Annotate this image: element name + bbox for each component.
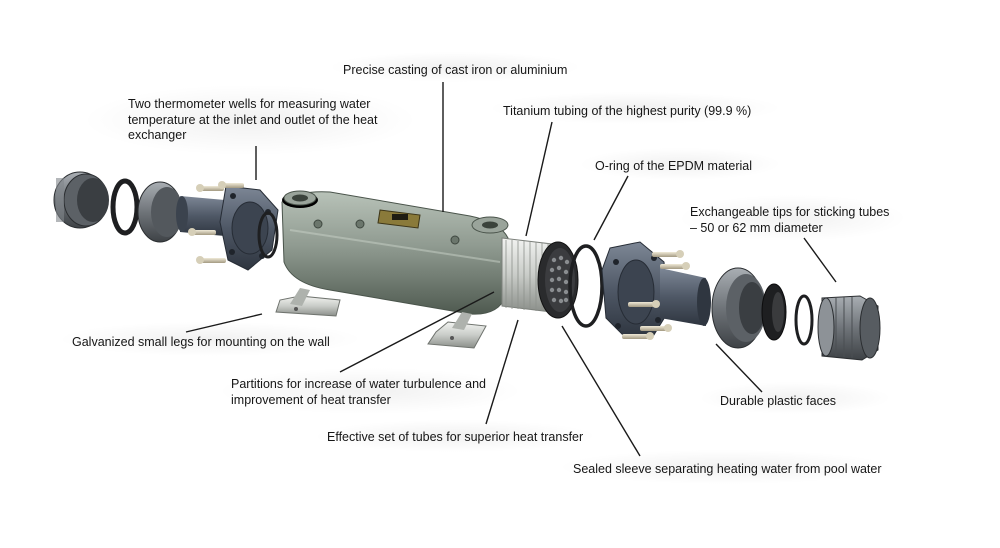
leader-partitions: [339, 291, 495, 373]
right-seal: [761, 283, 787, 341]
label-legs: Galvanized small legs for mounting on th…: [72, 335, 330, 349]
exchangeable-tip: [817, 295, 881, 361]
right-flange: [601, 241, 669, 339]
mounting-legs: [275, 288, 487, 349]
label-oring: O-ring of the EPDM material: [595, 159, 752, 173]
right-union-nut: [711, 267, 766, 349]
leader-legs: [185, 313, 263, 333]
label-thermometer: Two thermometer wells for measuring wate…: [128, 97, 378, 142]
label-titanium: Titanium tubing of the highest purity (9…: [503, 104, 752, 118]
label-tips: Exchangeable tips for sticking tubes – 5…: [690, 205, 890, 235]
epdm-oring: [568, 244, 604, 328]
right-oring: [794, 294, 814, 346]
leader-sleeve: [561, 325, 641, 457]
right-flange-bolts: [622, 250, 690, 340]
nameplate: [377, 209, 421, 229]
label-tubes: Effective set of tubes for superior heat…: [327, 430, 584, 444]
left-union-nut: [53, 171, 109, 229]
leader-tips: [803, 237, 837, 283]
left-tail-pipe: [176, 196, 225, 236]
left-oring-2: [257, 211, 279, 259]
leader-titanium: [525, 121, 553, 237]
main-casting-body: [281, 190, 509, 315]
leader-oring: [593, 175, 629, 241]
label-sleeve: Sealed sleeve separating heating water f…: [573, 462, 882, 476]
right-tail-pipe: [660, 268, 711, 326]
leader-tubes: [485, 319, 519, 425]
label-partitions: Partitions for increase of water turbule…: [231, 377, 486, 407]
label-faces: Durable plastic faces: [720, 394, 837, 408]
left-socket-nut: [137, 181, 183, 243]
leader-faces: [715, 343, 763, 393]
tube-sheet-face: [537, 241, 579, 319]
left-oring-1: [110, 178, 140, 236]
left-flange-bolts: [188, 181, 244, 264]
leader-lines: [185, 82, 837, 457]
label-casting: Precise casting of cast iron or aluminiu…: [343, 63, 568, 77]
